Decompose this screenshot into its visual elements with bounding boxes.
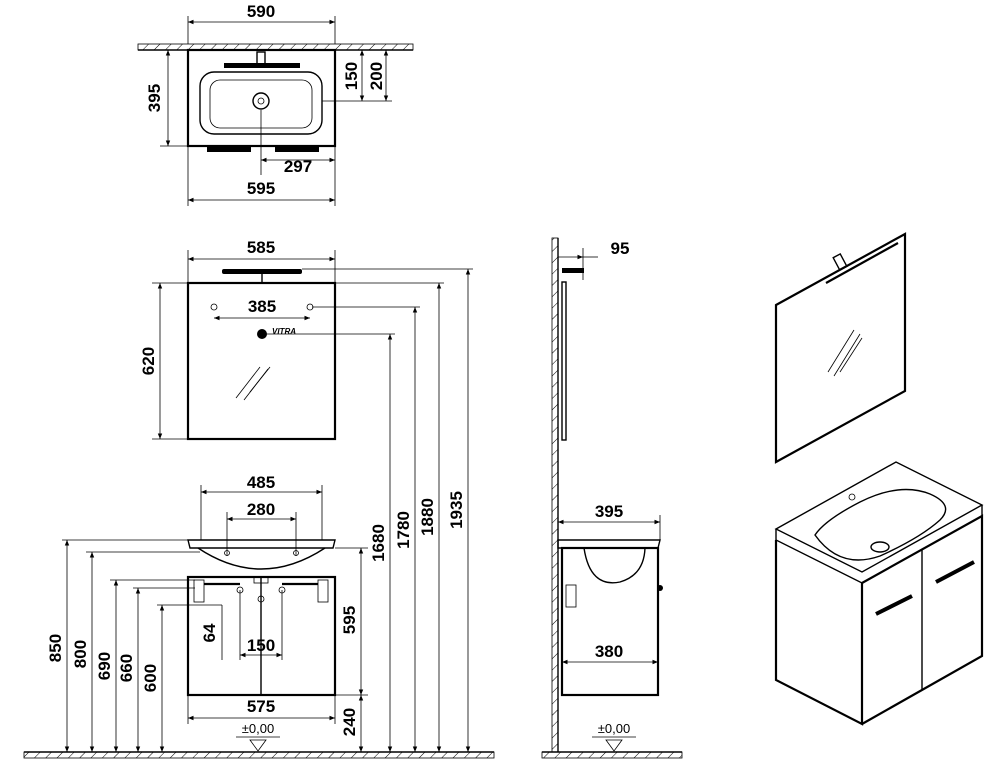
dim-1880: 1880 [418, 498, 437, 536]
dim-95: 95 [611, 239, 630, 258]
zero-level-side: ±0,00 [598, 721, 630, 736]
isometric-view [774, 232, 984, 726]
iso-handle-right [935, 560, 975, 584]
dim-64: 64 [200, 623, 219, 642]
dim-800: 800 [71, 640, 90, 668]
iso-cabinet-side [774, 540, 864, 726]
mirror-light-icon [222, 269, 302, 274]
mirror-logo: VITRA [272, 327, 296, 336]
dim-297: 297 [284, 157, 312, 176]
side-view: 95 395 380 ±0,00 [541, 237, 683, 759]
dim-150: 150 [342, 62, 361, 90]
dim-600: 600 [141, 664, 160, 692]
drain-icon [252, 92, 270, 110]
side-bowl [583, 547, 646, 584]
wall-hatch-side [551, 237, 559, 753]
side-cabinet [560, 546, 660, 697]
dim-485: 485 [247, 473, 275, 492]
side-light-icon [562, 268, 584, 273]
dim-240: 240 [340, 708, 359, 736]
iso-mirror [774, 232, 907, 464]
basin-top [187, 539, 336, 549]
dim-395-side: 395 [595, 502, 623, 521]
dim-1935: 1935 [447, 491, 466, 529]
dim-200: 200 [367, 62, 386, 90]
iso-bowl [814, 488, 947, 561]
dim-590: 590 [247, 2, 275, 21]
iso-drain-icon [870, 541, 890, 553]
dim-690: 690 [95, 652, 114, 680]
top-view: 590 395 150 200 297 595 [137, 2, 414, 206]
top-view-basin-outline [186, 48, 337, 148]
dim-1680: 1680 [369, 524, 388, 562]
dim-280: 280 [247, 500, 275, 519]
dim-150-legs: 150 [247, 636, 275, 655]
dim-380: 380 [595, 642, 623, 661]
dim-620: 620 [139, 347, 158, 375]
mirror-front: 585 385 VITRA 620 [139, 238, 337, 441]
level-marker-icon [605, 739, 623, 752]
dim-850: 850 [46, 634, 65, 662]
level-marker-icon [249, 739, 267, 752]
zero-level-front: ±0,00 [242, 721, 274, 736]
cabinet-front: 485 280 150 64 575 595 240 ±0,00 [186, 473, 368, 752]
dim-595: 595 [247, 179, 275, 198]
dim-660: 660 [117, 654, 136, 682]
dim-575: 575 [247, 697, 275, 716]
iso-handle-left [875, 594, 913, 616]
logo-icon [257, 329, 267, 339]
dim-585: 585 [247, 238, 275, 257]
height-dimensions: 850 800 690 660 600 1680 1780 1880 1935 [46, 268, 473, 752]
side-basin-top [557, 539, 661, 549]
dim-385: 385 [248, 297, 276, 316]
dim-1780: 1780 [394, 511, 413, 549]
dim-395-top: 395 [145, 84, 164, 112]
mirror-panel [186, 281, 337, 441]
dim-595-cab: 595 [340, 606, 359, 634]
faucet-icon [224, 63, 300, 68]
floor-hatch-front [23, 751, 495, 759]
side-mirror [561, 281, 567, 441]
